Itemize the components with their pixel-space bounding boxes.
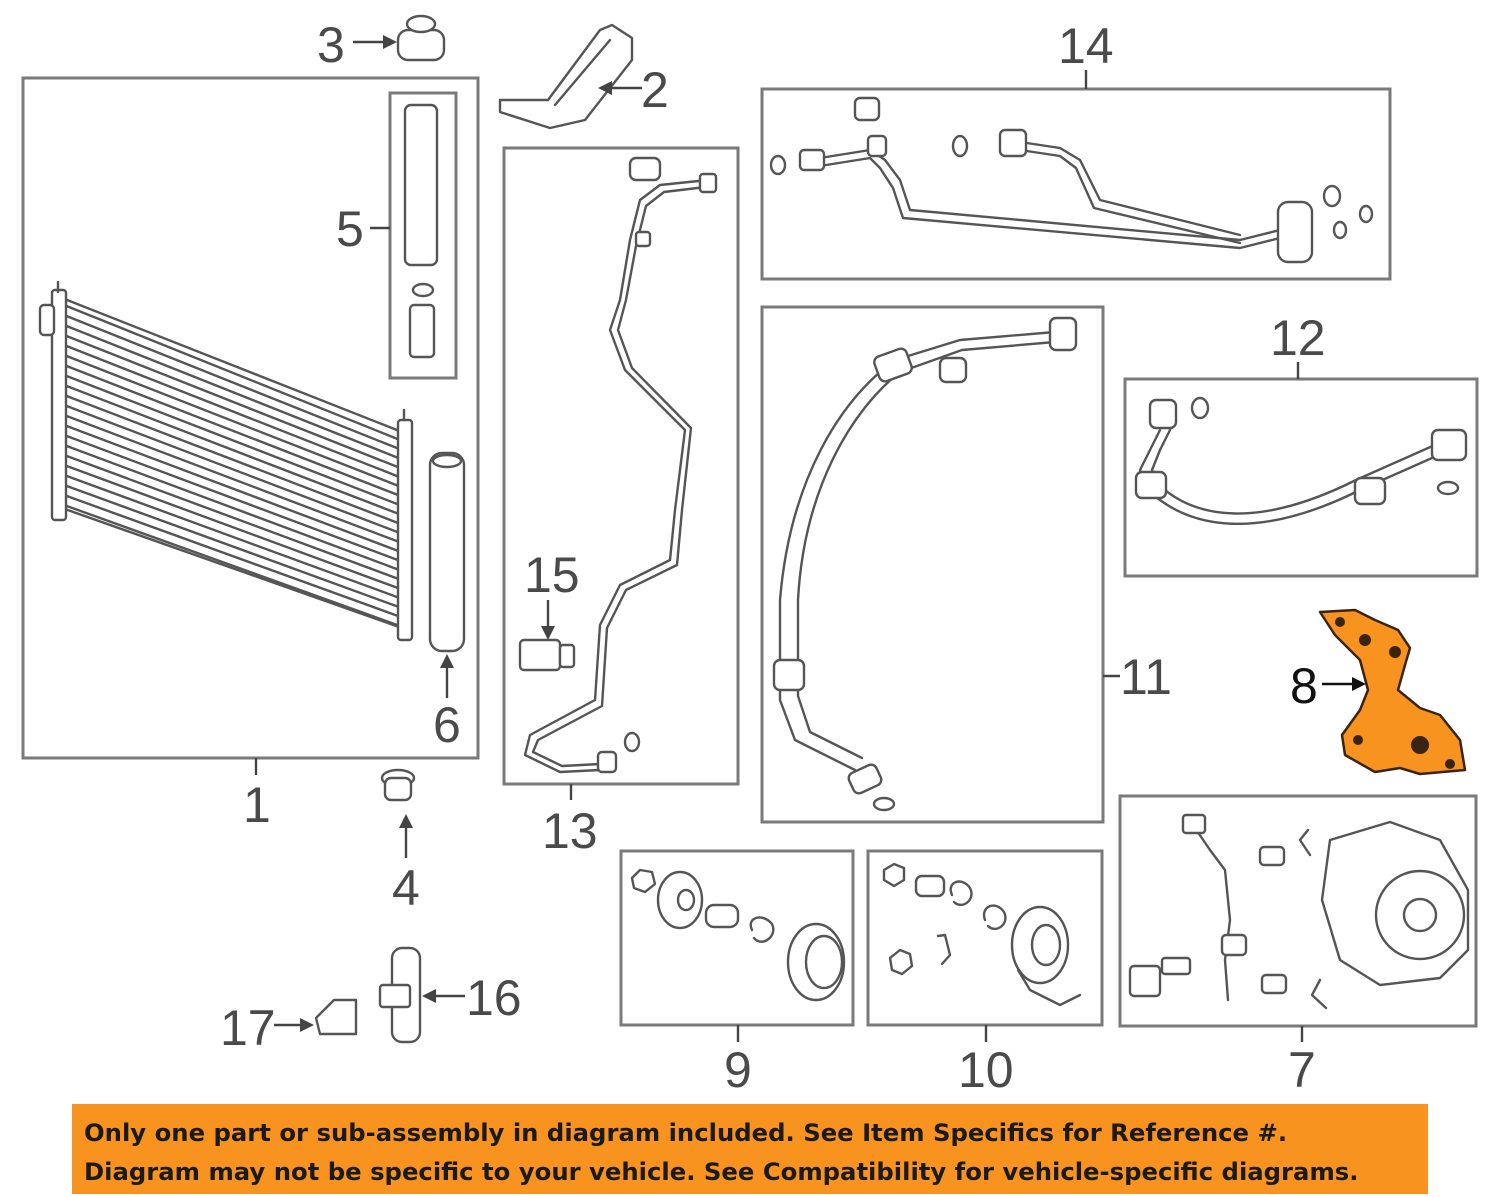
callout-7: 7 [1288,1042,1316,1098]
callout-16: 16 [466,970,522,1026]
callout-4: 4 [392,860,420,916]
callout-9: 9 [724,1042,752,1098]
callout-14: 14 [1058,18,1114,74]
box-discharge-hose [760,305,1105,824]
hose-12-illustration [1134,396,1468,525]
callout-11: 11 [1120,649,1172,705]
callout-10: 10 [958,1042,1014,1098]
coil-illustration [882,862,1082,1007]
box5-inner [370,91,458,380]
condenser-illustration [38,280,414,642]
box-hose-12 [1123,377,1479,578]
liquid-line-illustration [518,156,718,774]
callout-1: 1 [243,777,271,833]
callout-5: 5 [336,201,364,257]
box-condenser [21,76,480,760]
box-compressor [1118,794,1478,1028]
callout-3: 3 [317,17,345,73]
disclaimer-banner: Only one part or sub-assembly in diagram… [72,1104,1428,1194]
callout-15: 15 [524,547,580,603]
clip-icon [314,998,358,1036]
callout-6: 6 [433,697,461,753]
highlighted-compressor-bracket [1318,608,1467,776]
pressure-switch-icon [378,946,422,1044]
suction-line-illustration [769,96,1374,264]
callout-12: 12 [1270,310,1326,366]
callout-2: 2 [641,62,669,118]
callout-13: 13 [542,803,598,859]
disclaimer-line-1: Only one part or sub-assembly in diagram… [84,1118,1288,1147]
bracket-icon [498,23,634,130]
grommet-icon [380,768,416,802]
box-suction-line [760,87,1392,281]
callout-8: 8 [1290,658,1318,714]
box-liquid-line [502,146,740,786]
clutch-illustration [630,868,846,1002]
discharge-hose-illustration [772,316,1078,812]
compressor-illustration [1128,813,1470,1010]
receiver-drier [428,451,466,653]
disclaimer-line-2: Diagram may not be specific to your vehi… [84,1157,1359,1186]
rubber-mount-icon [396,14,446,62]
callout-17: 17 [220,1000,276,1056]
